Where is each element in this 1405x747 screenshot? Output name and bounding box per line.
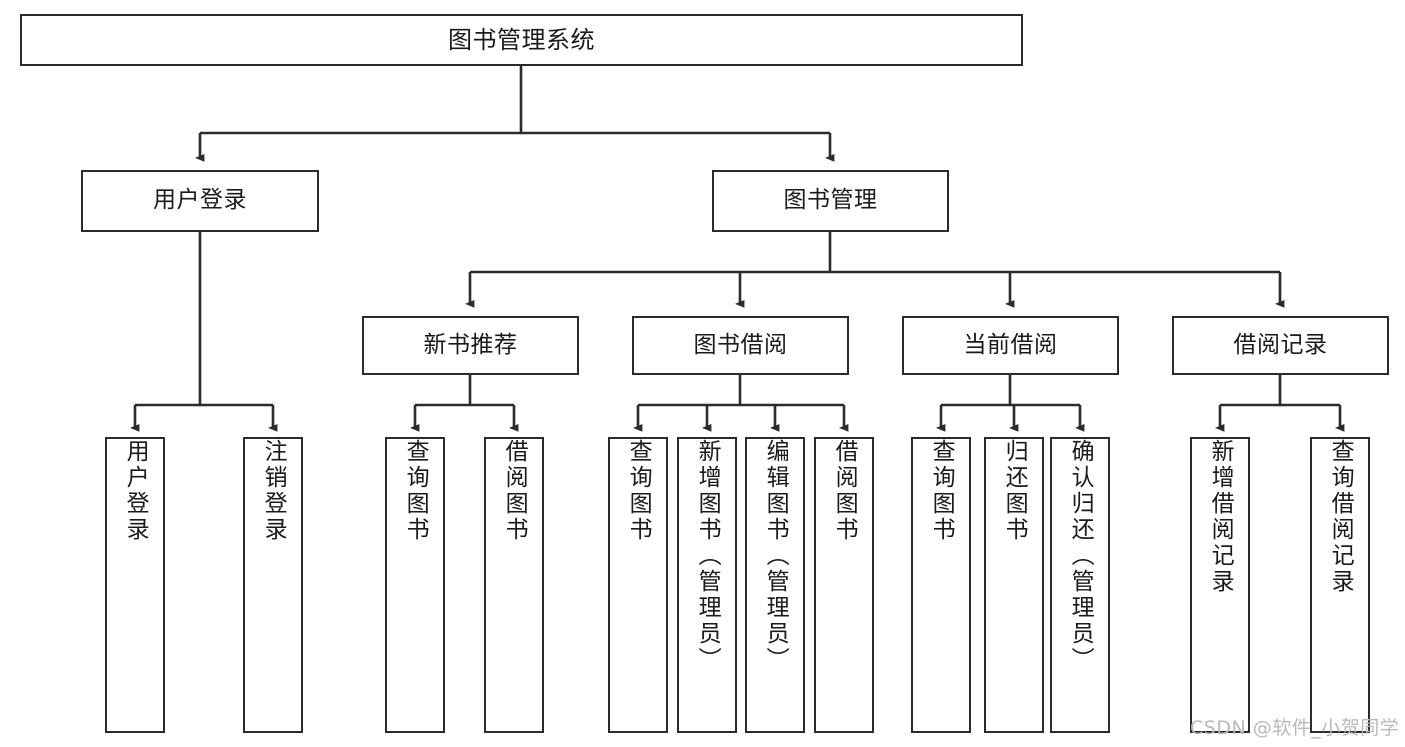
node-root[interactable]: 图书管理系统 (20, 14, 1023, 66)
leaf-query-book-borrow-label: 查询图书 (625, 439, 652, 543)
leaf-borrow-book-label: 借阅图书 (831, 439, 858, 543)
node-book-borrow[interactable]: 图书借阅 (632, 316, 849, 375)
csdn-watermark: CSDN @软件_小贺同学 (1190, 717, 1400, 739)
leaf-borrow-book-recommend-label: 借阅图书 (501, 439, 528, 543)
node-root-label: 图书管理系统 (448, 25, 595, 54)
node-book-management[interactable]: 图书管理 (712, 170, 949, 232)
leaf-user-logout-label: 注销登录 (260, 439, 287, 543)
leaf-query-book-current-label: 查询图书 (928, 439, 955, 543)
leaf-user-login-label: 用户登录 (122, 439, 149, 543)
leaf-borrow-book-recommend[interactable]: 借阅图书 (484, 437, 544, 733)
leaf-user-login[interactable]: 用户登录 (105, 437, 165, 733)
leaf-query-book-recommend-label: 查询图书 (402, 439, 429, 543)
node-new-book-recommend-label: 新书推荐 (423, 331, 518, 358)
leaf-add-book-admin-label: 新增图书（管理员） (694, 439, 721, 673)
leaf-edit-book-admin-label: 编辑图书（管理员） (762, 439, 789, 673)
leaf-return-book[interactable]: 归还图书 (984, 437, 1044, 733)
node-book-borrow-label: 图书借阅 (693, 331, 788, 358)
leaf-add-borrow-record-label: 新增借阅记录 (1207, 439, 1234, 595)
leaf-edit-book-admin[interactable]: 编辑图书（管理员） (745, 437, 805, 733)
leaf-query-book-borrow[interactable]: 查询图书 (608, 437, 668, 733)
node-new-book-recommend[interactable]: 新书推荐 (362, 316, 579, 375)
leaf-user-logout[interactable]: 注销登录 (243, 437, 303, 733)
node-borrow-record-label: 借阅记录 (1233, 331, 1328, 358)
leaf-add-borrow-record[interactable]: 新增借阅记录 (1190, 437, 1250, 733)
node-current-borrow[interactable]: 当前借阅 (902, 316, 1119, 375)
leaf-query-book-recommend[interactable]: 查询图书 (385, 437, 445, 733)
leaf-borrow-book[interactable]: 借阅图书 (814, 437, 874, 733)
node-current-borrow-label: 当前借阅 (963, 331, 1058, 358)
leaf-query-book-current[interactable]: 查询图书 (911, 437, 971, 733)
leaf-add-book-admin[interactable]: 新增图书（管理员） (677, 437, 737, 733)
node-borrow-record[interactable]: 借阅记录 (1172, 316, 1389, 375)
node-user-login-label: 用户登录 (153, 187, 247, 214)
node-user-login[interactable]: 用户登录 (81, 170, 319, 232)
node-book-management-label: 图书管理 (783, 187, 878, 214)
leaf-return-book-label: 归还图书 (1001, 439, 1028, 543)
leaf-confirm-return-admin[interactable]: 确认归还（管理员） (1050, 437, 1110, 733)
leaf-query-borrow-record[interactable]: 查询借阅记录 (1310, 437, 1370, 733)
leaf-confirm-return-admin-label: 确认归还（管理员） (1067, 439, 1094, 673)
leaf-query-borrow-record-label: 查询借阅记录 (1327, 439, 1354, 595)
